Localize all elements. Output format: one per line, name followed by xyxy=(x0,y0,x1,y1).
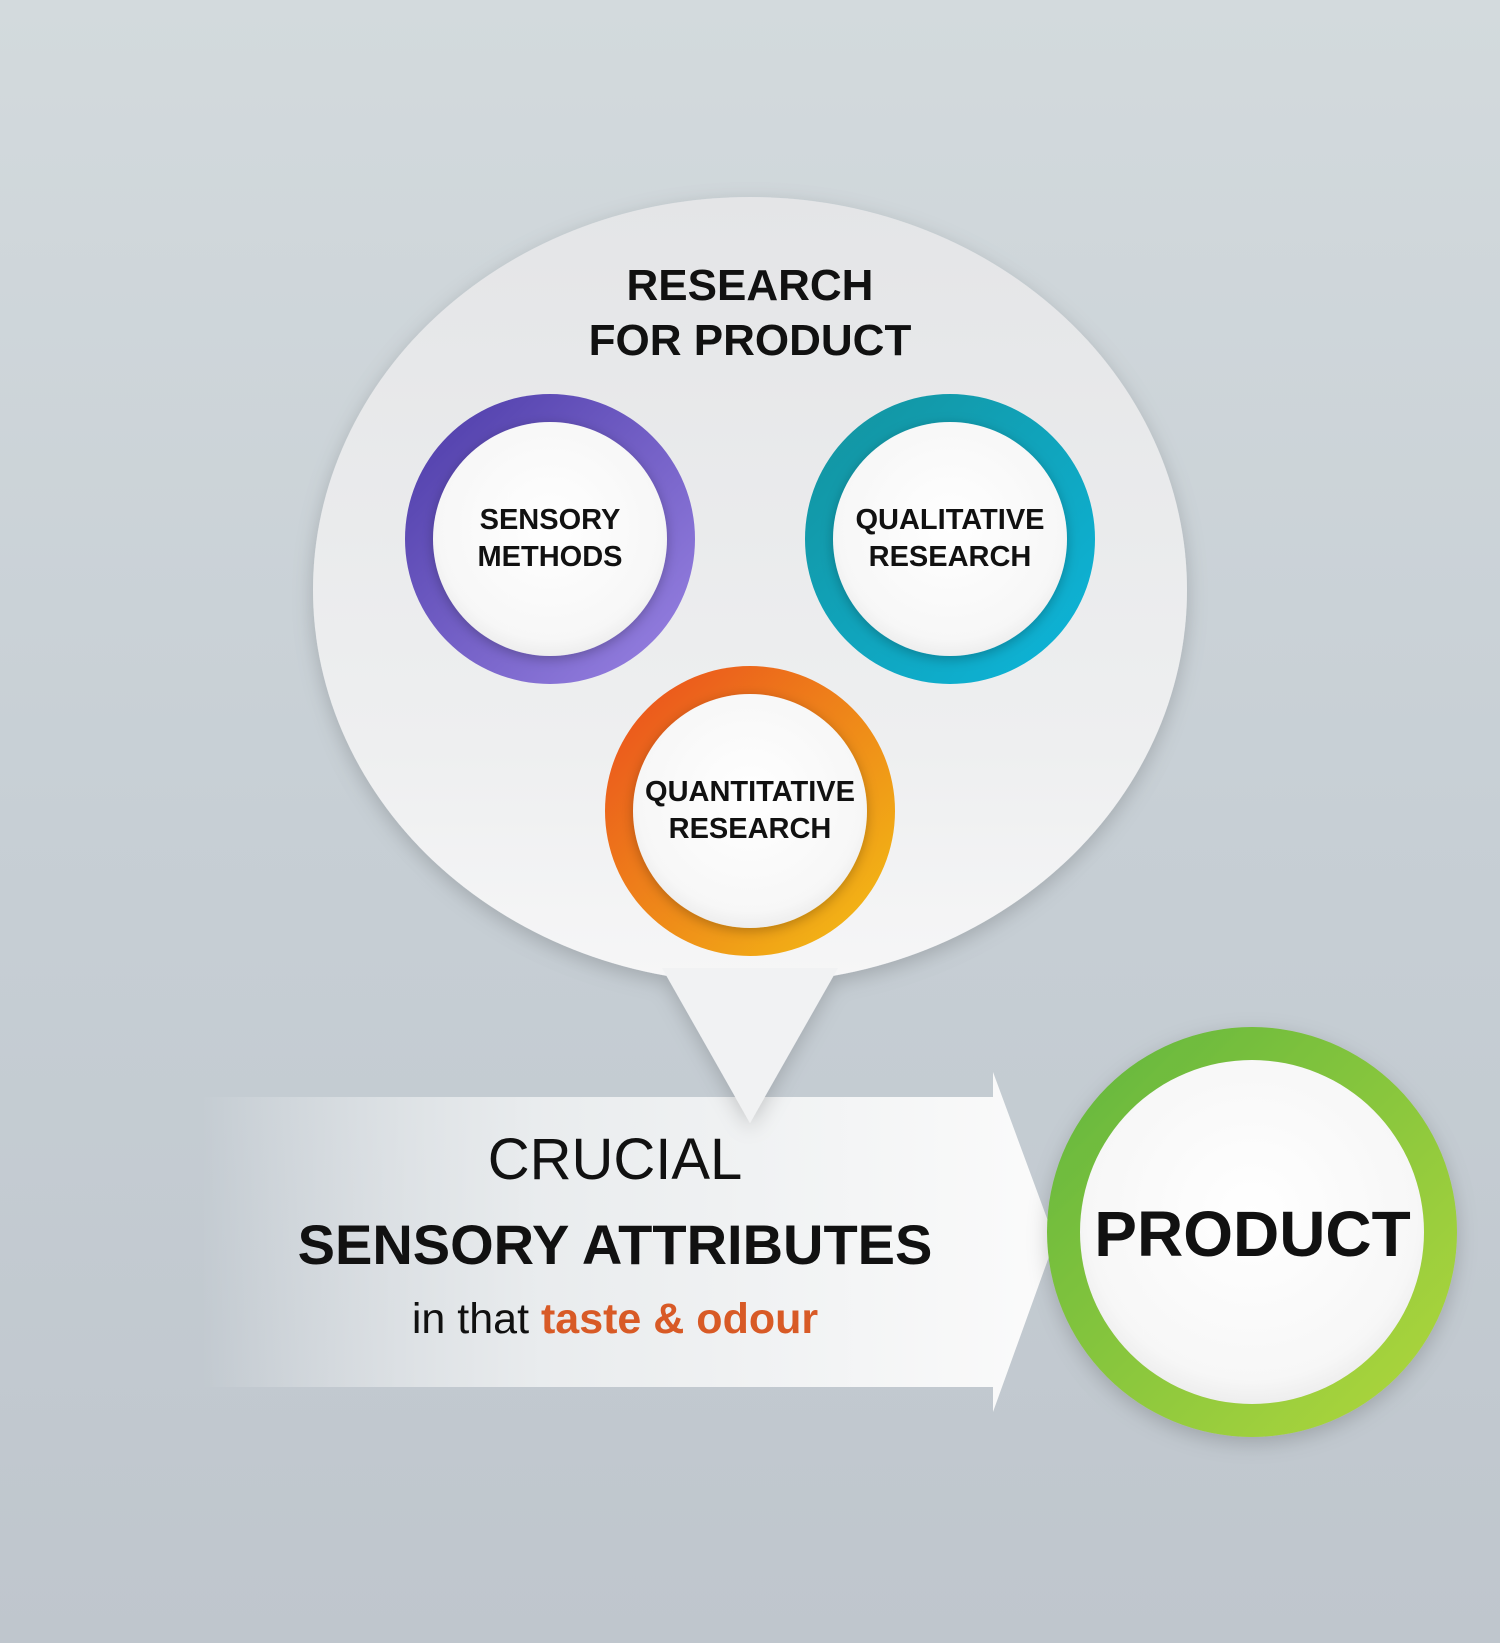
bubble-title-line2: FOR PRODUCT xyxy=(588,316,912,365)
quantitative-research-line2: RESEARCH xyxy=(668,813,832,845)
qualitative-research-line2: RESEARCH xyxy=(868,541,1032,573)
product-circle xyxy=(1047,1027,1457,1437)
sensory-attributes-arrow xyxy=(200,1072,1055,1412)
arrow-line-crucial: CRUCIAL xyxy=(487,1127,743,1192)
qualitative-research-circle xyxy=(805,394,1095,684)
sensory-methods-circle xyxy=(405,394,695,684)
qualitative-research-line1: QUALITATIVE xyxy=(855,504,1045,536)
quantitative-research-label: QUANTITATIVE RESEARCH xyxy=(633,694,867,928)
quantitative-research-line1: QUANTITATIVE xyxy=(645,776,855,808)
bubble-title-line1: RESEARCH xyxy=(626,261,874,310)
sensory-methods-label: SENSORY METHODS xyxy=(433,422,667,656)
sensory-methods-line2: METHODS xyxy=(477,541,623,573)
bubble-title: RESEARCH FOR PRODUCT xyxy=(0,258,1500,368)
arrow-line3-prefix: in that xyxy=(411,1295,541,1343)
arrow-line-taste-odour: in that taste & odour xyxy=(200,1290,1030,1348)
research-bubble xyxy=(313,197,1187,1123)
arrow-line-sensory-attributes: SENSORY ATTRIBUTES xyxy=(297,1213,933,1276)
quantitative-research-circle xyxy=(605,666,895,956)
qualitative-research-label: QUALITATIVE RESEARCH xyxy=(833,422,1067,656)
product-label: PRODUCT xyxy=(1094,1198,1411,1270)
arrow-line3-accent: taste & odour xyxy=(540,1295,819,1343)
sensory-methods-line1: SENSORY xyxy=(479,504,621,536)
